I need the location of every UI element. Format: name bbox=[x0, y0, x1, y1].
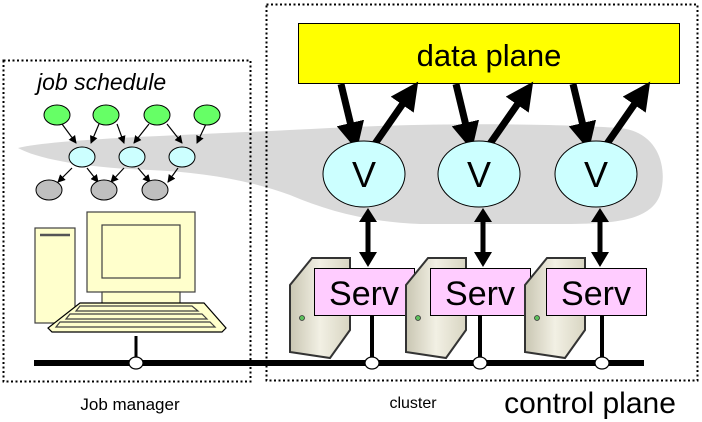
serv-box bbox=[546, 268, 647, 316]
dag-sink-node bbox=[35, 179, 63, 201]
vertex-label: V bbox=[352, 154, 376, 195]
data-write-arrow bbox=[484, 81, 534, 151]
vertex-label: V bbox=[584, 154, 608, 195]
data-read-arrow bbox=[568, 83, 597, 151]
job-schedule-label: job schedule bbox=[34, 69, 166, 95]
arrowhead-down-icon bbox=[591, 252, 609, 267]
dag-sink-node bbox=[90, 179, 118, 201]
data-read-arrow bbox=[451, 83, 480, 151]
serv-box bbox=[314, 268, 415, 316]
dag-middle-node bbox=[68, 146, 96, 168]
bus-junction bbox=[594, 356, 610, 370]
arrowhead-up-icon bbox=[591, 208, 609, 222]
arrowhead-down-icon bbox=[359, 252, 377, 267]
vertex-label: V bbox=[467, 154, 491, 195]
vertex-node bbox=[437, 140, 521, 208]
bus-junction bbox=[472, 356, 488, 370]
serv-label: Serv bbox=[329, 275, 399, 313]
bus-junction bbox=[128, 356, 144, 370]
vertex-node bbox=[554, 140, 638, 208]
dag-edges bbox=[57, 123, 207, 183]
job-manager-caption: Job manager bbox=[80, 395, 180, 414]
serv-label: Serv bbox=[445, 275, 515, 313]
cluster-frame bbox=[265, 3, 699, 382]
arrowhead-up-icon bbox=[474, 208, 492, 222]
dag-middle-node bbox=[118, 146, 146, 168]
control-plane-label: control plane bbox=[504, 387, 676, 420]
arrowhead-down-icon bbox=[474, 252, 492, 267]
arrowhead-up-icon bbox=[359, 208, 377, 222]
server-power-led-icon bbox=[415, 315, 421, 321]
data-plane-box bbox=[298, 23, 680, 84]
dag-nodes bbox=[35, 104, 221, 201]
data-write-arrow bbox=[369, 81, 419, 151]
dag-source-node bbox=[92, 104, 120, 126]
serv-label: Serv bbox=[561, 275, 631, 313]
vertex-node bbox=[322, 140, 406, 208]
data-plane-label: data plane bbox=[417, 38, 562, 73]
dag-source-node bbox=[43, 104, 71, 126]
dag-source-node bbox=[143, 104, 171, 126]
bus-junctions bbox=[128, 356, 610, 370]
server-power-led-icon bbox=[534, 315, 540, 321]
dag-sink-node bbox=[141, 179, 169, 201]
job-manager-frame bbox=[2, 59, 252, 383]
data-write-arrow bbox=[601, 81, 651, 151]
server-power-led-icon bbox=[299, 315, 305, 321]
dag-source-node bbox=[193, 104, 221, 126]
bus-junction bbox=[364, 356, 380, 370]
cluster-caption: cluster bbox=[389, 395, 437, 412]
dag-middle-node bbox=[168, 146, 196, 168]
job-manager-computer-icon bbox=[34, 211, 227, 333]
data-read-arrow bbox=[336, 83, 365, 151]
serv-box bbox=[430, 268, 531, 316]
